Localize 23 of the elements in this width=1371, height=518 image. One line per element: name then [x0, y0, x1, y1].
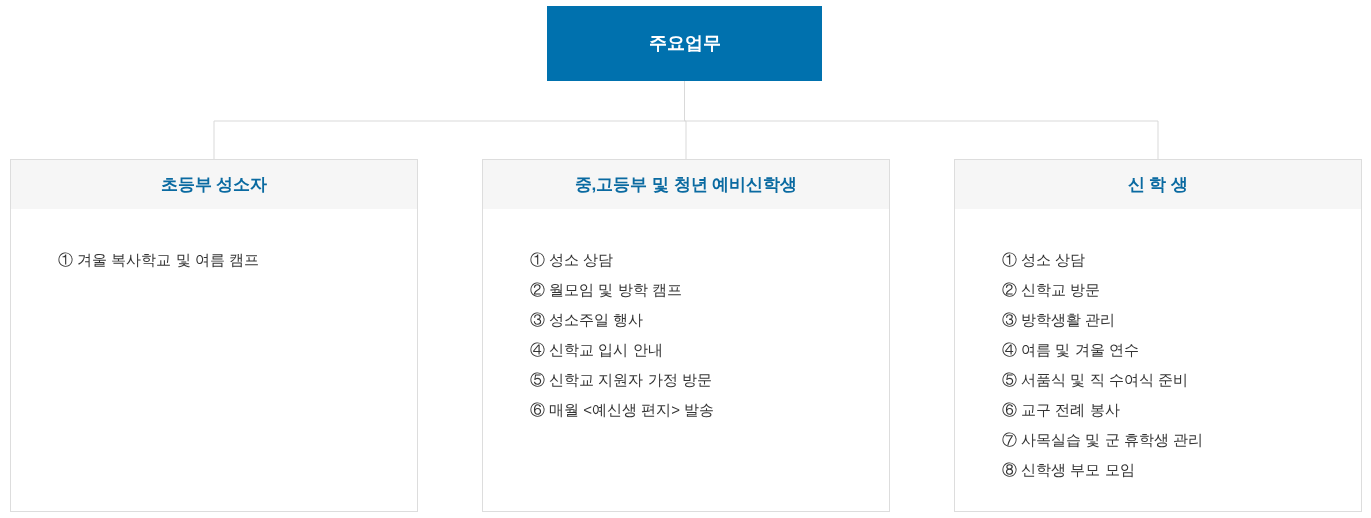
task-item: ④ 여름 및 겨울 연수: [1002, 340, 1139, 360]
task-item: ⑤ 서품식 및 직 수여식 준비: [1002, 370, 1188, 390]
task-item: ③ 방학생활 관리: [1002, 310, 1116, 330]
task-item: ③ 성소주일 행사: [530, 310, 644, 330]
title-text: 주요업무: [648, 32, 721, 55]
task-item: ⑥ 매월 <예신생 편지> 발송: [530, 400, 715, 420]
panel-heading: 신 학 생: [1127, 173, 1189, 196]
task-item: ① 성소 상담: [1002, 250, 1086, 270]
category-panel: [482, 159, 890, 512]
task-item: ② 월모임 및 방학 캠프: [530, 280, 682, 300]
category-panel: [10, 159, 418, 512]
panel-heading: 중,고등부 및 청년 예비신학생: [574, 173, 798, 196]
panel-heading: 초등부 성소자: [160, 173, 268, 196]
task-item: ① 겨울 복사학교 및 여름 캠프: [58, 250, 259, 270]
category-panel: [954, 159, 1362, 512]
task-item: ① 성소 상담: [530, 250, 614, 270]
title-box: [547, 6, 822, 81]
task-item: ⑤ 신학교 지원자 가정 방문: [530, 370, 712, 390]
task-item: ⑥ 교구 전례 봉사: [1002, 400, 1120, 420]
task-item: ② 신학교 방문: [1002, 280, 1101, 300]
task-item: ⑦ 사목실습 및 군 휴학생 관리: [1002, 430, 1203, 450]
task-item: ⑧ 신학생 부모 모임: [1002, 460, 1135, 480]
task-item: ④ 신학교 입시 안내: [530, 340, 663, 360]
